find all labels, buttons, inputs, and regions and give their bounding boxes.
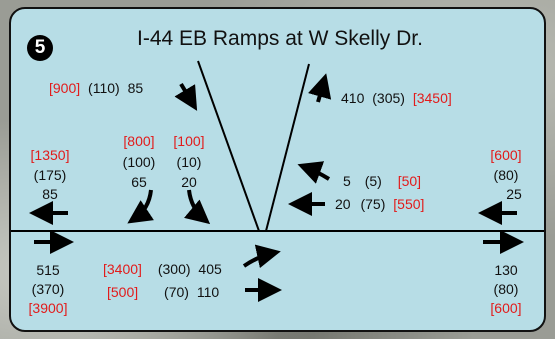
ne-ramp-volumes: 410 (305) [3450] [341, 90, 452, 106]
ramp-up-volumes: [3400] (300) 405 [103, 261, 222, 277]
south-right-turn-arrow [127, 189, 154, 224]
east-bottom-pm-volume: (80) [493, 281, 519, 297]
east-lower-pm-volume: (75) [360, 196, 386, 212]
east-bottom-am-volume: 130 [494, 262, 518, 278]
ramp-up-am-volume: 405 [198, 261, 222, 277]
east-upper-volumes: 5 (5) [50] [343, 173, 421, 189]
nw-ramp-future-volume: [900] [49, 80, 81, 96]
ramp-thru-future-volume: [500] [107, 284, 139, 300]
diagram-title: I-44 EB Ramps at W Skelly Dr. [137, 27, 423, 50]
south-right-am-volume: 65 [131, 174, 147, 190]
diagram-panel: 5 I-44 EB Ramps at W Skelly Dr. [900] (1… [9, 7, 546, 332]
east-right-pm-volume: (80) [493, 167, 519, 183]
east-lower-am-volume: 20 [335, 196, 351, 212]
east-right-future-volume: [600] [490, 147, 522, 163]
nw-ramp-am-volume: 85 [127, 80, 144, 96]
nw-ramp-line [197, 60, 260, 232]
ne-ramp-line [265, 63, 310, 232]
east-upper-am-volume: 5 [343, 173, 351, 189]
nw-ramp-arrow [174, 82, 198, 111]
ne-ramp-am-volume: 410 [341, 90, 365, 106]
south-left-future-volume: [100] [173, 133, 205, 149]
west-left-pm-volume: (175) [33, 167, 67, 183]
west-left-am-volume: 85 [42, 186, 58, 202]
south-right-pm-volume: (100) [122, 154, 156, 170]
ramp-thru-pm-volume: (70) [164, 284, 189, 300]
west-bottom-future-volume: [3900] [28, 300, 68, 316]
nw-ramp-pm-volume: (110) [88, 80, 120, 96]
west-bottom-pm-volume: (370) [31, 281, 65, 297]
ne-ramp-pm-volume: (305) [372, 90, 405, 106]
south-left-am-volume: 20 [181, 174, 197, 190]
east-upper-pm-volume: (5) [364, 173, 382, 189]
south-left-turn-arrow [184, 189, 211, 225]
ramp-up-turn-arrow [242, 244, 281, 269]
south-right-future-volume: [800] [123, 133, 155, 149]
east-lower-future-volume: [550] [393, 196, 425, 212]
roadway-lines [11, 60, 544, 302]
ne-ramp-arrow [308, 73, 332, 103]
east-bottom-future-volume: [600] [490, 300, 522, 316]
ramp-up-pm-volume: (300) [157, 261, 191, 277]
east-upper-future-volume: [50] [397, 173, 422, 189]
nw-ramp-volumes: [900] (110) 85 [49, 80, 143, 96]
ne-ramp-future-volume: [3450] [412, 90, 452, 106]
west-left-future-volume: [1350] [30, 147, 70, 163]
east-upper-turn-arrow [297, 161, 331, 184]
east-lower-volumes: 20 (75) [550] [335, 196, 424, 212]
ramp-thru-volumes: [500] (70) 110 [107, 284, 219, 300]
south-left-pm-volume: (10) [176, 154, 202, 170]
west-bottom-am-volume: 515 [36, 262, 60, 278]
ramp-thru-am-volume: 110 [196, 284, 220, 300]
location-number-badge: 5 [27, 35, 53, 61]
ramp-up-future-volume: [3400] [103, 261, 142, 277]
east-right-am-volume: 25 [506, 186, 522, 202]
